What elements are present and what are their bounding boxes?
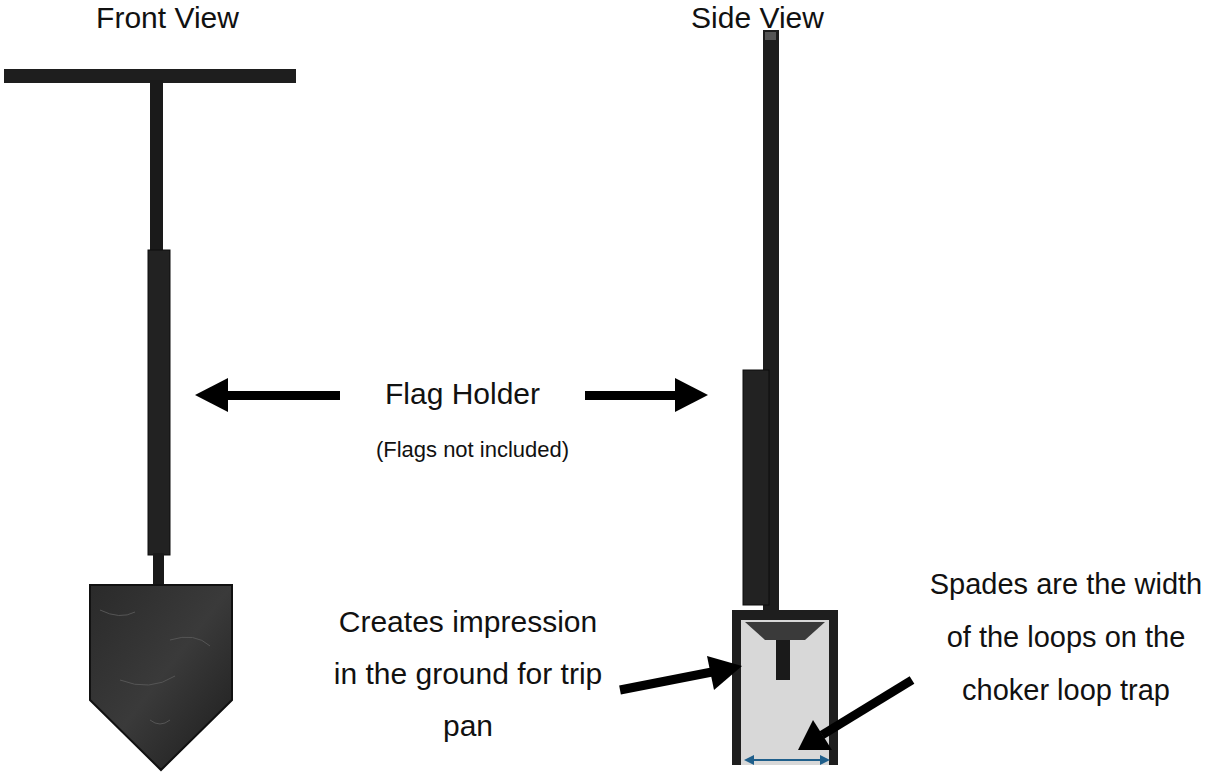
part-name: Flag Holder [355,376,570,412]
view-title: Front View [60,0,275,36]
callout-text: Spades are the width of the loops on the… [924,558,1208,717]
callout-arrow [798,680,912,750]
side-view-tool [732,30,838,765]
callout-arrow [195,378,340,412]
note: (Flags not included) [355,436,590,464]
callout-arrow [585,378,708,412]
dimension-arrow [744,755,830,765]
callout-text: Creates impression in the ground for tri… [328,596,608,752]
view-title: Side View [655,0,860,36]
callout-arrow [620,656,742,690]
front-view-tool [4,69,296,770]
